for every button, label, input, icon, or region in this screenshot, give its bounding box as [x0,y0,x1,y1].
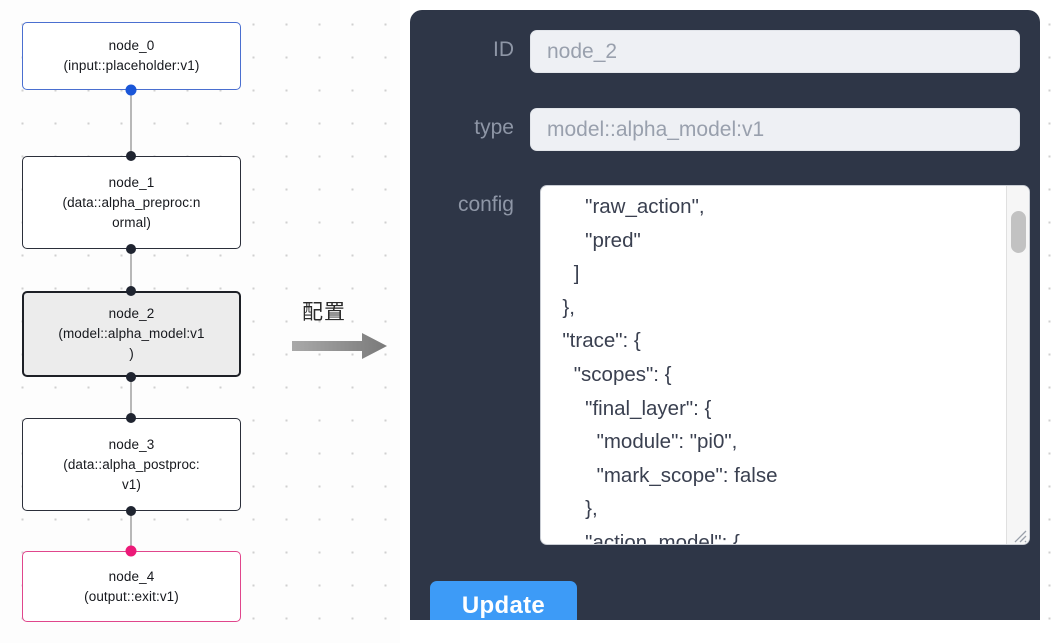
transition-annotation: 配置 [288,296,398,366]
type-input[interactable]: model::alpha_model:v1 [530,108,1020,151]
transition-label: 配置 [302,300,346,324]
config-field-label: config [457,193,514,216]
arrow-right-icon [292,333,387,359]
inspector-panel: ID node_2 type model::alpha_model:v1 con… [410,10,1040,620]
graph-node-node_3[interactable]: node_3 (data::alpha_postproc: v1) [22,418,241,511]
id-field-label: ID [493,38,514,61]
port-node_3-out[interactable] [126,506,136,516]
config-textarea[interactable]: "raw_action", "pred" ] }, "trace": { "sc… [540,185,1030,545]
port-node_0-out[interactable] [125,84,137,96]
port-node_3-in[interactable] [126,413,136,423]
field-row-type: type model::alpha_model:v1 [410,108,1030,151]
type-field-label: type [474,116,514,139]
config-textarea-content: "raw_action", "pred" ] }, "trace": { "sc… [562,195,778,545]
edge-node2-node3 [130,377,132,418]
graph-node-node_0[interactable]: node_0 (input::placeholder:v1) [22,22,241,90]
edge-node0-node1 [130,90,132,156]
graph-node-label: node_1 (data::alpha_preproc:n ormal) [62,174,201,230]
edge-node1-node2 [130,249,132,291]
port-node_2-out[interactable] [126,372,136,382]
graph-node-label: node_3 (data::alpha_postproc: v1) [63,436,200,492]
config-scrollbar-thumb[interactable] [1011,211,1026,253]
graph-node-node_4[interactable]: node_4 (output::exit:v1) [22,551,241,622]
resize-handle-icon[interactable] [1011,527,1027,543]
graph-canvas[interactable]: node_0 (input::placeholder:v1) node_1 (d… [0,0,400,643]
id-input[interactable]: node_2 [530,30,1020,73]
port-node_1-in[interactable] [126,151,136,161]
graph-node-label: node_4 (output::exit:v1) [84,568,179,604]
update-button[interactable]: Update [430,581,577,620]
config-scrollbar[interactable] [1006,186,1029,544]
port-node_2-in[interactable] [126,286,136,296]
port-node_1-out[interactable] [126,244,136,254]
edge-node3-node4 [130,511,132,551]
graph-node-node_2[interactable]: node_2 (model::alpha_model:v1 ) [22,291,241,377]
field-row-id: ID node_2 [410,30,1030,73]
port-node_4-in[interactable] [125,545,137,557]
graph-node-label: node_2 (model::alpha_model:v1 ) [58,306,205,361]
graph-node-node_1[interactable]: node_1 (data::alpha_preproc:n ormal) [22,156,241,249]
field-row-config: config [410,185,540,225]
graph-node-label: node_0 (input::placeholder:v1) [63,38,200,73]
